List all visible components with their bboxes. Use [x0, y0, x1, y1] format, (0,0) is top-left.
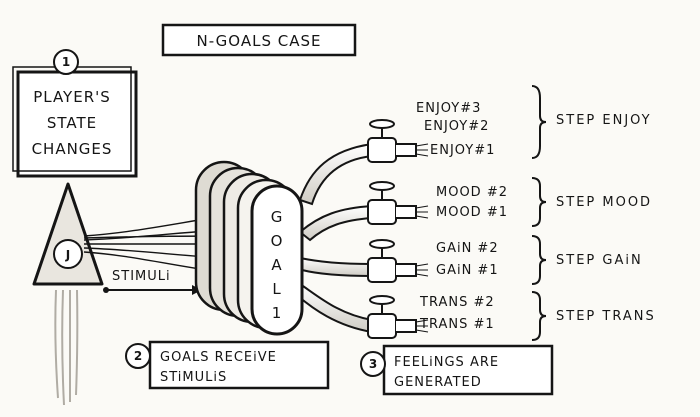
step-labels: STEP ENJOY STEP MOOD STEP GAiN STEP TRAN…: [556, 113, 656, 324]
feelings-line-1: FEELiNGS ARE: [394, 355, 499, 370]
state-line-1: PLAYER'S: [33, 88, 111, 106]
step-enjoy: STEP ENJOY: [556, 113, 652, 128]
goal-letter-2: O: [271, 232, 284, 250]
step-mood: STEP MOOD: [556, 195, 652, 210]
goals-receive-line-1: GOALS RECEiVE: [160, 350, 277, 365]
output-labels: ENJOY#3 ENJOY#2 ENJOY#1 MOOD #2 MOOD #1 …: [416, 101, 508, 332]
label-trans-2: TRANS #2: [419, 295, 495, 310]
label-gain-1: GAiN #1: [436, 263, 499, 278]
label-mood-2: MOOD #2: [436, 185, 508, 200]
player-triangle: J: [32, 182, 104, 286]
state-box-number: 1: [62, 55, 70, 69]
goal-letter-1: G: [271, 208, 284, 226]
title-text: N-GOALS CASE: [197, 32, 322, 50]
valve-enjoy: [367, 119, 417, 163]
spray-lines: [415, 143, 429, 333]
player-symbol: J: [65, 248, 70, 262]
state-box: 1 PLAYER'S STATE CHANGES: [12, 49, 138, 178]
stimuli-label: STIMULi: [112, 269, 171, 284]
goals-receive-line-2: STiMULiS: [160, 370, 227, 385]
state-line-2: STATE: [47, 114, 97, 132]
step-trans: STEP TRANS: [556, 309, 656, 324]
label-gain-2: GAiN #2: [436, 241, 499, 256]
goals-receive-number: 2: [134, 349, 142, 363]
valve-gain: [367, 239, 417, 283]
step-brackets: [531, 85, 547, 341]
label-mood-1: MOOD #1: [436, 205, 508, 220]
valve-mood: [367, 181, 417, 225]
exhaust-trail: [54, 289, 79, 406]
feelings-box: 3 FEELiNGS ARE GENERATED: [360, 344, 554, 396]
goals-receive-box: 2 GOALS RECEiVE STiMULiS: [125, 340, 330, 390]
label-enjoy-3: ENJOY#3: [416, 101, 481, 116]
goal-letter-4: L: [272, 280, 281, 298]
goal-1-capsule: G O A L 1: [250, 184, 304, 336]
state-line-3: CHANGES: [32, 140, 113, 158]
goal-letter-3: A: [271, 256, 282, 274]
feelings-number: 3: [369, 357, 377, 371]
label-trans-1: TRANS #1: [419, 317, 495, 332]
feelings-line-2: GENERATED: [394, 375, 482, 390]
output-pipes: [296, 142, 373, 334]
title-box: N-GOALS CASE: [161, 23, 357, 57]
step-gain: STEP GAiN: [556, 253, 643, 268]
stimuli-arrow: STIMULi: [103, 269, 202, 295]
goal-letter-5: 1: [272, 304, 283, 322]
faucet-valves: [367, 119, 417, 339]
label-enjoy-1: ENJOY#1: [430, 143, 495, 158]
valve-trans: [367, 295, 417, 339]
label-enjoy-2: ENJOY#2: [424, 119, 489, 134]
